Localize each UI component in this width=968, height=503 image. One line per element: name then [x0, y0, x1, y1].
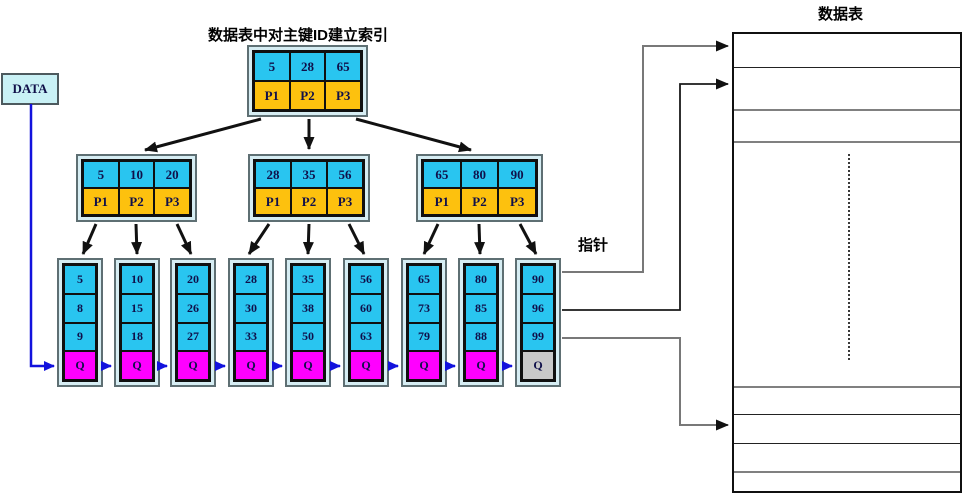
data-box-label: DATA: [12, 81, 48, 96]
leaf-key-cell: 10: [121, 265, 153, 294]
node-pointer-cell: P1: [83, 188, 119, 215]
node-key-cell: 35: [291, 161, 327, 188]
table-row-divider: [734, 141, 960, 143]
leaf-key-cell: 15: [121, 293, 153, 323]
node-pointer-cell: P1: [423, 188, 461, 215]
node-key-cell: 80: [460, 161, 499, 188]
table-row-divider: [734, 109, 960, 111]
node-pointer-cell: P1: [255, 188, 291, 215]
table-row-divider: [734, 443, 960, 444]
node-pointer-cell: P2: [118, 188, 155, 215]
leaf-node-5: 35 38 50 Q: [285, 258, 331, 387]
internal-node-middle: 28 35 56 P1 P2 P3: [248, 154, 370, 222]
leaf-key-cell: 60: [350, 293, 382, 323]
leaf-queue-cell-last: Q: [522, 351, 554, 380]
leaf-node-1: 5 8 9 Q: [57, 258, 103, 387]
leaf-node-3: 20 26 27 Q: [170, 258, 216, 387]
index-title: 数据表中对主键ID建立索引: [208, 27, 389, 44]
leaf-node-7: 65 73 79 Q: [401, 258, 447, 387]
leaf-key-cell: 96: [522, 293, 554, 323]
data-table-title: 数据表: [818, 6, 864, 23]
root-child-arrows: [144, 117, 472, 153]
leaf-key-cell: 38: [292, 293, 324, 323]
internal-node-left: 5 10 20 P1 P2 P3: [76, 154, 197, 222]
root-pointer-cell: P3: [325, 81, 361, 110]
node-key-cell: 20: [154, 161, 190, 188]
leaf-queue-cell: Q: [64, 351, 96, 380]
leaf-key-cell: 35: [292, 265, 324, 294]
root-pointer-cell: P1: [254, 81, 290, 110]
internal-node-right: 65 80 90 P1 P2 P3: [416, 154, 543, 222]
leaf-key-cell: 30: [235, 293, 267, 323]
node-key-cell: 65: [423, 161, 461, 188]
table-row-divider: [734, 386, 960, 388]
root-key-cell: 28: [289, 52, 326, 81]
leaf-queue-cell: Q: [408, 351, 440, 380]
leaf-key-cell: 88: [465, 322, 497, 352]
node-pointer-cell: P3: [154, 188, 190, 215]
leaf-queue-cell: Q: [177, 351, 209, 380]
leaf-key-cell: 79: [408, 322, 440, 352]
node-key-cell: 28: [255, 161, 291, 188]
leaf-node-4: 28 30 33 Q: [228, 258, 274, 387]
ellipsis-dotted-line: [848, 154, 850, 360]
leaf-key-cell: 5: [64, 265, 96, 294]
node-leaf-arrows: [81, 223, 538, 255]
leaf-queue-cell: Q: [121, 351, 153, 380]
data-box: DATA: [1, 73, 59, 105]
root-key-cell: 65: [325, 52, 361, 81]
leaf-key-cell: 65: [408, 265, 440, 294]
leaf-key-cell: 50: [292, 322, 324, 352]
leaf-key-cell: 18: [121, 322, 153, 352]
leaf-key-cell: 90: [522, 265, 554, 294]
root-node: 5 28 65 P1 P2 P3: [247, 45, 368, 117]
root-pointer-cell: P2: [289, 81, 326, 110]
node-key-cell: 90: [498, 161, 536, 188]
leaf-key-cell: 28: [235, 265, 267, 294]
leaf-node-6: 56 60 63 Q: [343, 258, 389, 387]
leaf-key-cell: 33: [235, 322, 267, 352]
leaf-key-cell: 20: [177, 265, 209, 294]
leaf-key-cell: 9: [64, 322, 96, 352]
leaf-key-cell: 26: [177, 293, 209, 323]
data-table: [732, 32, 962, 493]
leaf-key-cell: 80: [465, 265, 497, 294]
node-pointer-cell: P3: [327, 188, 363, 215]
pointer-label: 指针: [578, 237, 609, 254]
leaf-key-cell: 73: [408, 293, 440, 323]
leaf-queue-cell: Q: [350, 351, 382, 380]
leaf-node-9: 90 96 99 Q: [515, 258, 561, 387]
leaf-key-cell: 63: [350, 322, 382, 352]
leaf-node-8: 80 85 88 Q: [458, 258, 504, 387]
leaf-key-cell: 27: [177, 322, 209, 352]
leaf-key-cell: 85: [465, 293, 497, 323]
leaf-queue-cell: Q: [465, 351, 497, 380]
leaf-key-cell: 8: [64, 293, 96, 323]
root-key-cell: 5: [254, 52, 290, 81]
leaf-key-cell: 56: [350, 265, 382, 294]
node-key-cell: 10: [118, 161, 155, 188]
node-pointer-cell: P3: [498, 188, 536, 215]
table-row-divider: [734, 67, 960, 68]
node-pointer-cell: P2: [460, 188, 499, 215]
leaf-node-2: 10 15 18 Q: [114, 258, 160, 387]
node-pointer-cell: P2: [291, 188, 327, 215]
node-key-cell: 5: [83, 161, 119, 188]
leaf-queue-cell: Q: [235, 351, 267, 380]
node-key-cell: 56: [327, 161, 363, 188]
table-row-divider: [734, 414, 960, 415]
leaf-key-cell: 99: [522, 322, 554, 352]
leaf-queue-cell: Q: [292, 351, 324, 380]
table-row-divider: [734, 471, 960, 473]
